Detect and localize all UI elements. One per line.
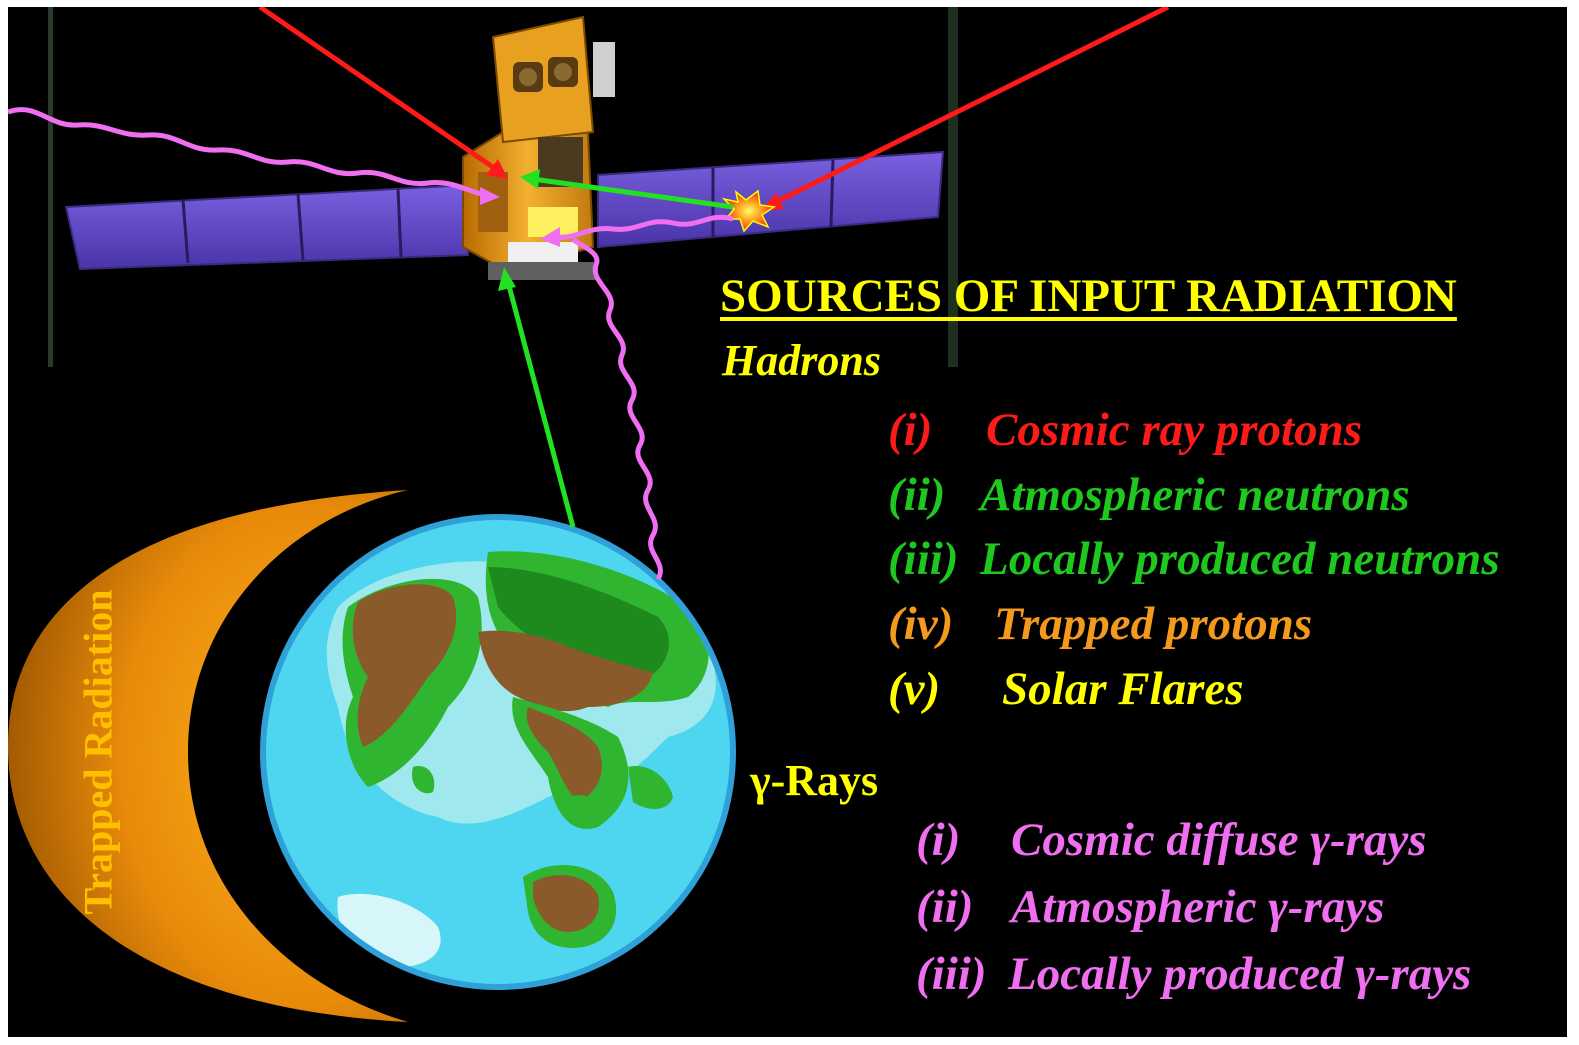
gamma-heading: γ-Rays bbox=[750, 756, 879, 805]
gamma-item-label: Atmospheric γ-rays bbox=[1011, 881, 1385, 933]
hadron-item-number: (iii) bbox=[888, 533, 959, 585]
gamma-item-label: Locally produced γ-rays bbox=[1008, 948, 1472, 1000]
diagram-artwork bbox=[8, 7, 1170, 1022]
diagram-canvas: SOURCES OF INPUT RADIATION Hadrons (i) C… bbox=[8, 7, 1567, 1037]
gamma-item-number: (ii) bbox=[916, 881, 974, 933]
hadron-item-number: (v) bbox=[888, 663, 941, 715]
gamma-ray-waves bbox=[8, 107, 734, 581]
solar-panel-left bbox=[64, 183, 469, 271]
gamma-item-number: (iii) bbox=[916, 948, 987, 1000]
hadron-item-number: (ii) bbox=[888, 469, 946, 521]
satellite-icon bbox=[462, 15, 615, 280]
earth-icon bbox=[260, 514, 736, 990]
cosmic-ray-arrows bbox=[258, 7, 1170, 211]
hadrons-heading: Hadrons bbox=[722, 336, 881, 385]
background-struts bbox=[48, 7, 958, 367]
radiation-belt-icon bbox=[8, 490, 408, 1022]
solar-flare-icon bbox=[721, 189, 777, 233]
hadron-item-label: Locally produced neutrons bbox=[980, 533, 1500, 585]
hadron-item-label: Cosmic ray protons bbox=[986, 404, 1363, 456]
gamma-item-number: (i) bbox=[916, 814, 961, 866]
hadron-item-number: (i) bbox=[888, 404, 933, 456]
neutron-arrows bbox=[498, 169, 734, 528]
page-title: SOURCES OF INPUT RADIATION bbox=[720, 270, 1457, 322]
hadron-item-label: Solar Flares bbox=[1002, 663, 1244, 715]
hadron-item-label: Atmospheric neutrons bbox=[980, 469, 1410, 521]
gamma-item-label: Cosmic diffuse γ-rays bbox=[1011, 814, 1427, 866]
hadron-item-number: (iv) bbox=[888, 598, 954, 650]
trapped-radiation-label: Trapped Radiation bbox=[75, 589, 121, 915]
hadron-item-label: Trapped protons bbox=[994, 598, 1313, 650]
